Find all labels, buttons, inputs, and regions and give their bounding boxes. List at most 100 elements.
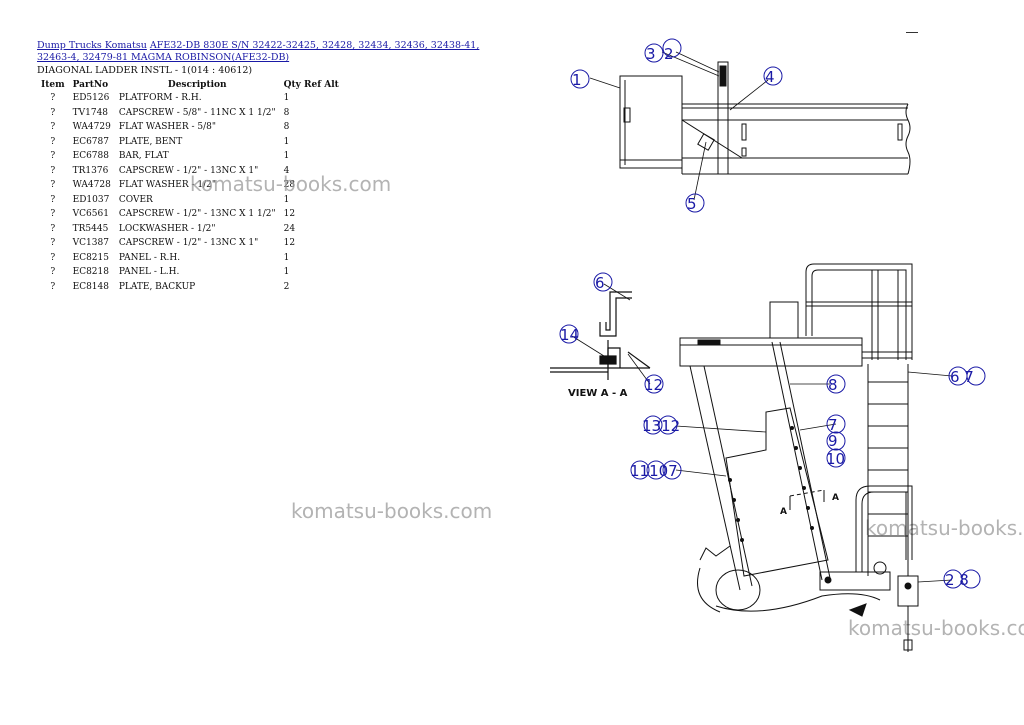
cell-qty: 24 xyxy=(283,223,296,234)
cell-description: LOCKWASHER - 1/2" xyxy=(118,223,216,234)
cell-partno: TR5445 xyxy=(72,223,109,234)
callout-5: 5 xyxy=(687,195,697,213)
cell-item: ? xyxy=(50,209,56,219)
breadcrumb-link-dump-trucks[interactable]: Dump Trucks Komatsu xyxy=(37,40,147,51)
cell-qty: 1 xyxy=(283,194,290,205)
cell-description: FLAT WASHER - 5/8" xyxy=(118,122,216,132)
cell-item: ? xyxy=(50,151,56,161)
col-header-qty-ref-alt: Qty Ref Alt xyxy=(280,79,343,92)
table-row: ? VC1387 CAPSCREW - 1/2" - 13NC X 1" 12 xyxy=(37,237,343,252)
cell-qty: 1 xyxy=(283,151,290,161)
callout-10: 10 xyxy=(826,450,845,468)
cell-qty: 12 xyxy=(283,238,296,248)
col-header-qty: Qty xyxy=(283,80,301,90)
callout-labels: 1 3 2 4 5 6 14 12 8 7 9 10 1312 11107 6 … xyxy=(560,45,974,589)
callout-1312: 1312 xyxy=(642,417,680,435)
breadcrumb: Dump Trucks Komatsu AFE32-DB 830E S/N 32… xyxy=(37,40,507,64)
cell-qty: 1 xyxy=(283,252,290,263)
callout-12: 12 xyxy=(644,376,663,394)
minimize-dash xyxy=(906,32,918,33)
callout-3: 3 xyxy=(646,45,656,63)
cell-item: ? xyxy=(50,93,56,103)
section-marker-right: A xyxy=(832,493,839,503)
col-header-description: Description xyxy=(167,80,227,90)
cell-item: ? xyxy=(50,136,56,147)
cell-description: CAPSCREW - 1/2" - 13NC X 1" xyxy=(118,238,259,248)
leader-lines-top xyxy=(589,51,769,201)
cell-description: CAPSCREW - 1/2" - 13NC X 1 1/2" xyxy=(118,209,276,219)
cell-partno: WA4728 xyxy=(72,180,111,190)
cell-item: ? xyxy=(50,194,56,205)
cell-partno: TR1376 xyxy=(72,165,109,176)
leader-lines-detail xyxy=(571,283,651,385)
callout-6: 6 xyxy=(595,274,605,292)
cell-description: CAPSCREW - 1/2" - 13NC X 1" xyxy=(118,165,259,176)
callout-2: 2 xyxy=(664,45,674,63)
cell-description: PLATFORM - R.H. xyxy=(118,93,202,103)
cell-qty: 1 xyxy=(283,267,290,277)
cell-partno: EC6787 xyxy=(72,136,109,147)
cell-partno: VC6561 xyxy=(72,209,109,219)
callout-11107: 11107 xyxy=(630,462,678,480)
section-marker-left: A xyxy=(780,507,787,517)
table-row: ? EC8215 PANEL - R.H. 1 xyxy=(37,252,343,267)
cell-partno: ED5126 xyxy=(72,93,110,103)
cell-item: ? xyxy=(50,122,56,132)
cell-description: COVER xyxy=(118,194,153,205)
callout-9: 9 xyxy=(828,432,838,450)
cell-partno: EC8148 xyxy=(72,281,109,292)
leader-lines-side xyxy=(675,371,953,583)
cell-item: ? xyxy=(50,180,56,190)
callout-1: 1 xyxy=(572,71,582,89)
cell-description: BAR, FLAT xyxy=(118,151,169,161)
cell-qty: 8 xyxy=(283,107,290,118)
cell-description: FLAT WASHER - 1/2" xyxy=(118,180,216,190)
cell-qty: 2 xyxy=(283,281,290,292)
callout-4: 4 xyxy=(765,68,775,86)
cell-item: ? xyxy=(50,223,56,234)
cell-partno: VC1387 xyxy=(72,238,109,248)
side-view-assembly xyxy=(679,263,919,652)
view-a-a-label: VIEW A - A xyxy=(568,388,628,399)
parts-table: Item PartNo Description Qty Ref Alt ? ED5… xyxy=(37,79,343,295)
page-subtitle: DIAGONAL LADDER INSTL - 1(014 : 40612) xyxy=(37,65,253,76)
cell-description: PANEL - L.H. xyxy=(118,267,180,277)
callout-6-7: 6 7 xyxy=(950,368,974,386)
cell-partno: EC8215 xyxy=(72,252,109,263)
top-view-assembly xyxy=(619,61,911,175)
cell-qty: 28 xyxy=(283,180,296,190)
cell-partno: ED1037 xyxy=(72,194,110,205)
table-row: ? WA4728 FLAT WASHER - 1/2" 28 xyxy=(37,179,343,194)
table-row: ? ED1037 COVER 1 xyxy=(37,194,343,209)
callout-14: 14 xyxy=(560,326,579,344)
cell-item: ? xyxy=(50,238,56,248)
col-header-partno: PartNo xyxy=(72,80,109,90)
cell-item: ? xyxy=(50,252,56,263)
cell-description: PANEL - R.H. xyxy=(118,252,181,263)
col-header-item: Item xyxy=(41,80,65,90)
breadcrumb-link-model[interactable]: AFE32-DB 830E S/N 32422-32425, 32428, 32… xyxy=(37,40,480,63)
cell-item: ? xyxy=(50,107,56,118)
cell-description: PLATE, BACKUP xyxy=(118,281,196,292)
cell-description: CAPSCREW - 5/8" - 11NC X 1 1/2" xyxy=(118,107,276,118)
callout-2-8: 2 8 xyxy=(945,571,969,589)
cell-item: ? xyxy=(50,267,56,277)
cell-item: ? xyxy=(50,165,56,176)
table-row: ? TR5445 LOCKWASHER - 1/2" 24 xyxy=(37,223,343,238)
col-header-alt: Alt xyxy=(324,80,339,90)
callout-8: 8 xyxy=(828,376,838,394)
table-header-row: Item PartNo Description Qty Ref Alt xyxy=(37,79,343,92)
cell-partno: WA4729 xyxy=(72,122,111,132)
cell-qty: 8 xyxy=(283,122,290,132)
table-row: ? WA4729 FLAT WASHER - 5/8" 8 xyxy=(37,121,343,136)
cell-qty: 1 xyxy=(283,136,290,147)
col-header-ref: Ref xyxy=(304,80,322,90)
